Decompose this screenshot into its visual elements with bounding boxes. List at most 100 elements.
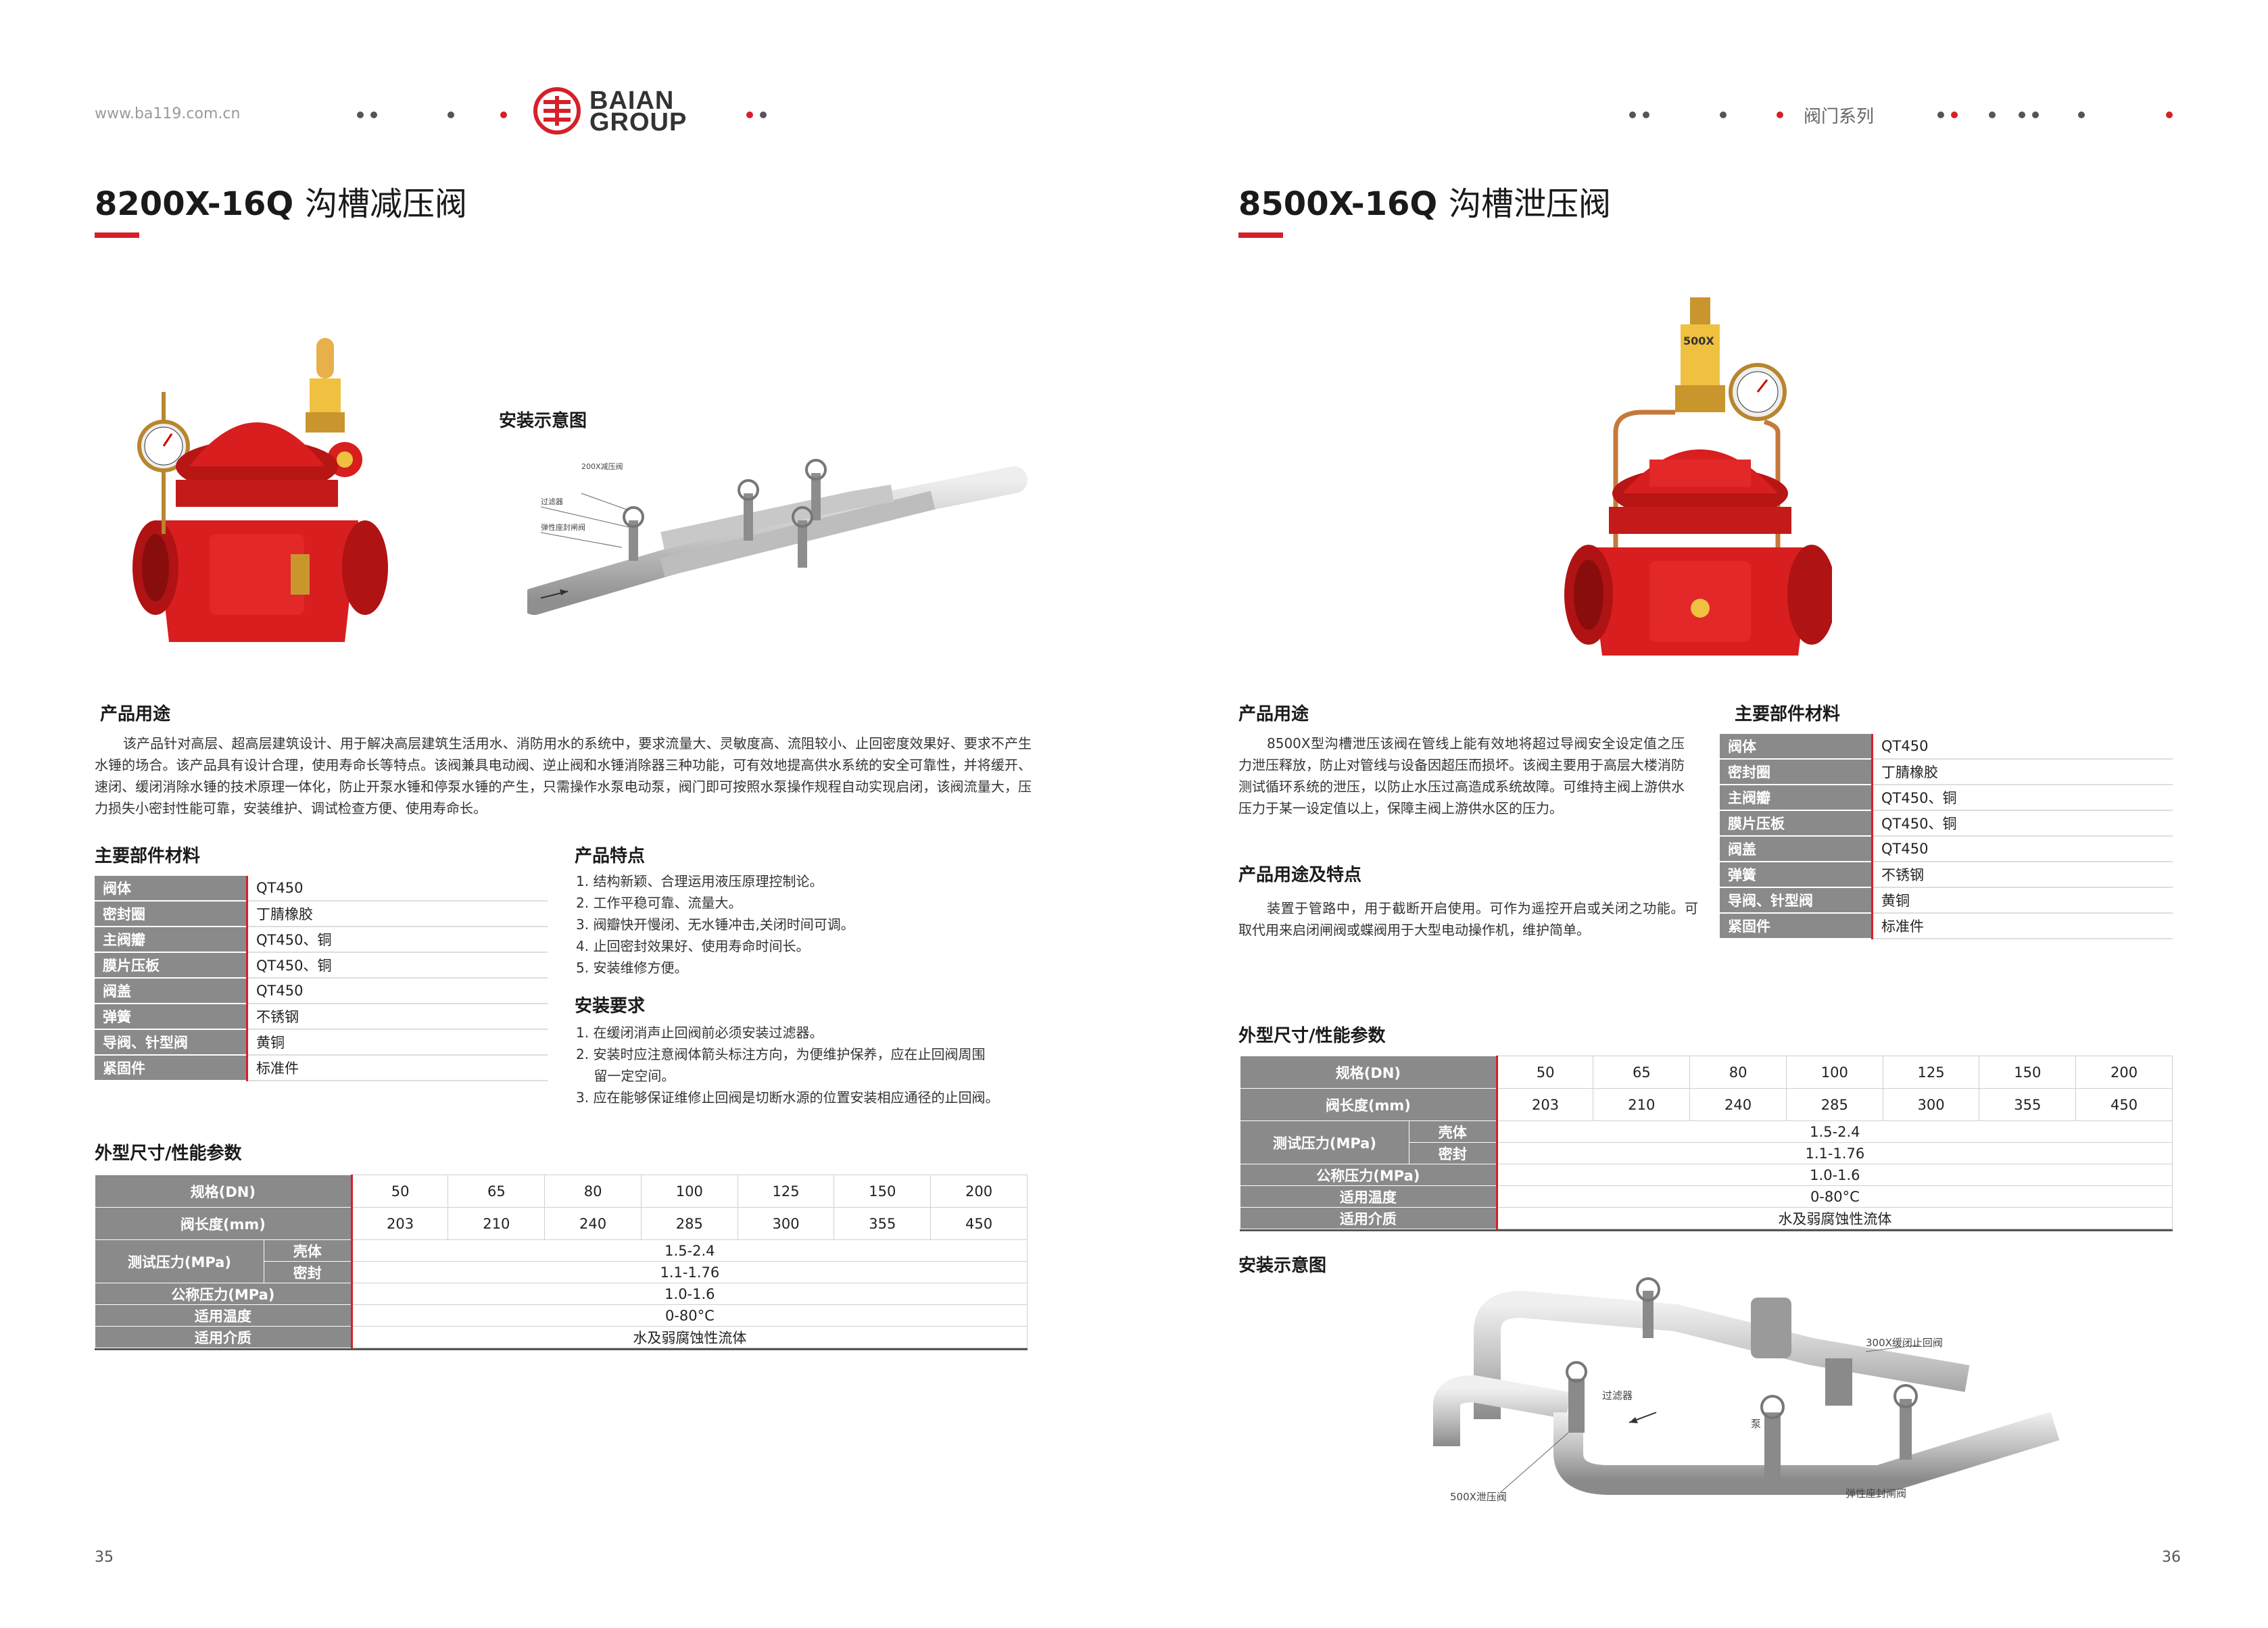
- spec-shell-label: 壳体: [1408, 1120, 1498, 1143]
- left-title-cn: 沟槽减压阀: [304, 185, 467, 223]
- left-title-model: 8200X-16Q: [95, 185, 294, 223]
- spec-cell: 100: [1785, 1056, 1883, 1089]
- left-install-label: 安装示意图: [499, 411, 587, 431]
- list-item: 1. 在缓闭消声止回阀前必须安装过滤器。: [576, 1025, 823, 1041]
- left-spec-heading: 外型尺寸/性能参数: [95, 1143, 242, 1164]
- material-part: 导阀、针型阀: [95, 1029, 248, 1056]
- material-part: 紧固件: [95, 1055, 248, 1081]
- material-value: 黄铜: [1872, 887, 2173, 914]
- material-value: 丁腈橡胶: [1872, 759, 2173, 785]
- right-spec-bottom-rule: [1240, 1229, 2173, 1231]
- left-diagram-label-reducing-valve: 200X减压阀: [581, 462, 623, 471]
- spec-nominal-value: 1.0-1.6: [351, 1283, 1028, 1305]
- spec-cell: 125: [737, 1175, 835, 1208]
- spec-nominal-label: 公称压力(MPa): [95, 1283, 353, 1305]
- spec-cell: 300: [1882, 1088, 1980, 1121]
- right-usage2-text: 装置于管路中，用于截断开启使用。可作为遥控开启或关闭之功能。可取代用来启闭闸阀或…: [1238, 900, 1698, 938]
- left-diagram-label-filter: 过滤器: [541, 497, 563, 506]
- series-label: 阀门系列: [1804, 107, 1875, 127]
- spec-cell: 210: [448, 1207, 546, 1240]
- spec-seal-value: 1.1-1.76: [351, 1261, 1028, 1283]
- right-materials-heading: 主要部件材料: [1735, 704, 1841, 724]
- table-row: 阀长度(mm) 203 210 240 285 300 355 450: [95, 1207, 1028, 1240]
- table-row: 导阀、针型阀黄铜: [95, 1029, 548, 1056]
- spec-cell: 50: [1496, 1056, 1594, 1089]
- spec-dn-label: 规格(DN): [95, 1175, 353, 1208]
- spec-medium-value: 水及弱腐蚀性流体: [351, 1326, 1028, 1348]
- spec-cell: 450: [2075, 1088, 2173, 1121]
- left-usage-heading: 产品用途: [100, 704, 171, 724]
- right-diagram-label-gate-valve: 弹性座封闸阀: [1845, 1487, 1906, 1500]
- right-install-label: 安装示意图: [1238, 1256, 1327, 1276]
- spec-cell: 203: [351, 1207, 449, 1240]
- left-features-list: 1. 结构新颖、合理运用液压原理控制论。 2. 工作平稳可靠、流量大。 3. 阀…: [576, 870, 1036, 979]
- list-item: 3. 应在能够保证维修止回阀是切断水源的位置安装相应通径的止回阀。: [576, 1089, 999, 1106]
- right-diagram-label-filter: 过滤器: [1602, 1389, 1633, 1402]
- table-row: 适用温度 0-80°C: [95, 1304, 1028, 1327]
- right-usage-text: 8500X型沟槽泄压该阀在管线上能有效地将超过导阀安全设定值之压力泄压释放，防止…: [1238, 735, 1685, 816]
- right-usage2-heading: 产品用途及特点: [1238, 865, 1362, 885]
- material-value: QT450: [1872, 734, 2173, 760]
- spec-cell: 150: [1979, 1056, 2077, 1089]
- spec-temp-label: 适用温度: [1240, 1185, 1498, 1208]
- material-part: 导阀、针型阀: [1720, 887, 1873, 914]
- pressure-relief-valve-image: 500X: [1564, 297, 1832, 656]
- list-item: 3. 阀瓣快开慢闭、无水锤冲击,关闭时间可调。: [576, 916, 854, 933]
- spec-seal-label: 密封: [1408, 1142, 1498, 1164]
- material-value: QT450、铜: [247, 952, 548, 979]
- spec-dn-label: 规格(DN): [1240, 1056, 1498, 1089]
- spec-cell: 203: [1496, 1088, 1594, 1121]
- list-item: 4. 止回密封效果好、使用寿命时间长。: [576, 938, 810, 954]
- material-value: 不锈钢: [247, 1004, 548, 1030]
- spec-medium-label: 适用介质: [1240, 1207, 1498, 1229]
- spec-cell: 150: [834, 1175, 932, 1208]
- list-item: 2. 安装时应注意阀体箭头标注方向，为便维护保养，应在止回阀周围: [576, 1046, 986, 1062]
- spec-cell: 100: [640, 1175, 738, 1208]
- table-row: 适用介质 水及弱腐蚀性流体: [95, 1326, 1028, 1348]
- table-row: 弹簧不锈钢: [1720, 862, 2173, 888]
- spec-seal-value: 1.1-1.76: [1496, 1142, 2173, 1164]
- right-title-cn: 沟槽泄压阀: [1448, 185, 1611, 223]
- right-title-underline: [1238, 232, 1283, 238]
- baian-logo-icon: [533, 87, 581, 134]
- spec-medium-label: 适用介质: [95, 1326, 353, 1348]
- spec-nominal-label: 公称压力(MPa): [1240, 1164, 1498, 1186]
- material-value: QT450: [247, 876, 548, 902]
- left-title: 8200X-16Q 沟槽减压阀: [95, 177, 467, 224]
- material-part: 主阀瓣: [1720, 785, 1873, 811]
- table-row: 规格(DN) 50 65 80 100 125 150 200: [95, 1175, 1028, 1208]
- material-part: 弹簧: [1720, 862, 1873, 888]
- left-spec-table: 规格(DN) 50 65 80 100 125 150 200 阀长度(mm) …: [95, 1175, 1028, 1348]
- material-value: QT450、铜: [1872, 810, 2173, 837]
- spec-nominal-value: 1.0-1.6: [1496, 1164, 2173, 1186]
- spec-cell: 125: [1882, 1056, 1980, 1089]
- spec-shell-label: 壳体: [263, 1239, 353, 1262]
- table-row: 规格(DN) 50 65 80 100 125 150 200: [1240, 1056, 2173, 1089]
- valve-tag-text: 500X: [1683, 335, 1714, 347]
- logo-text-group: GROUP: [589, 108, 687, 137]
- material-part: 阀盖: [1720, 836, 1873, 862]
- spec-cell: 285: [1785, 1088, 1883, 1121]
- spec-cell: 300: [737, 1207, 835, 1240]
- material-value: 标准件: [1872, 913, 2173, 939]
- right-diagram-label-pump: 泵: [1751, 1418, 1761, 1430]
- table-row: 公称压力(MPa) 1.0-1.6: [95, 1283, 1028, 1305]
- spec-cell: 210: [1593, 1088, 1691, 1121]
- right-spec-heading: 外型尺寸/性能参数: [1238, 1026, 1386, 1046]
- material-part: 弹簧: [95, 1004, 248, 1030]
- spec-length-label: 阀长度(mm): [95, 1207, 353, 1240]
- spec-cell: 450: [930, 1207, 1028, 1240]
- spec-test-pressure-label: 测试压力(MPa): [1240, 1120, 1409, 1164]
- table-row: 测试压力(MPa) 壳体 1.5-2.4: [1240, 1120, 2173, 1164]
- left-title-underline: [95, 232, 139, 238]
- logo-text-baian: BAIAN: [589, 87, 675, 115]
- left-diagram-label-gate-valve: 弹性座封闸阀: [541, 522, 585, 532]
- spec-cell: 65: [1593, 1056, 1691, 1089]
- spec-shell-value: 1.5-2.4: [351, 1239, 1028, 1262]
